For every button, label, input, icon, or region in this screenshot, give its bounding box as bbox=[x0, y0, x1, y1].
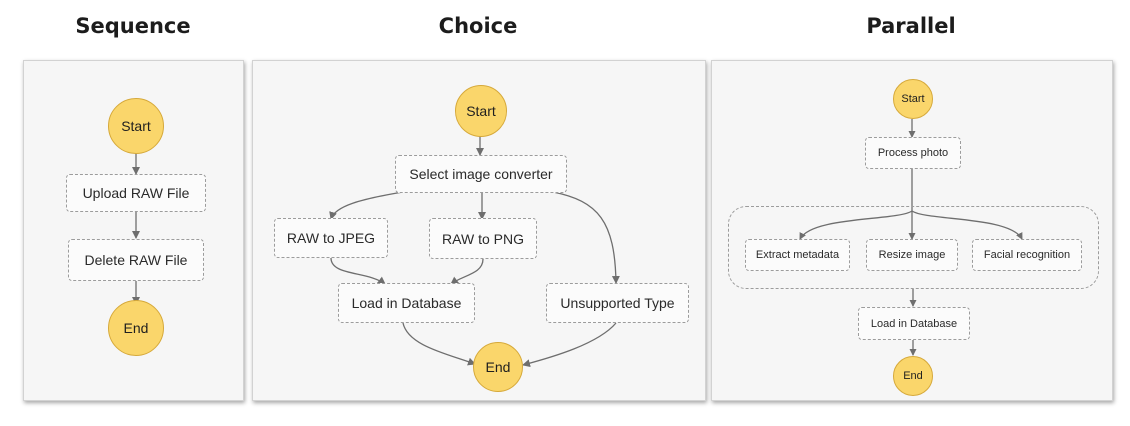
edge-load-end bbox=[402, 322, 476, 366]
edge-png-load bbox=[450, 258, 484, 285]
choice-select-node: Select image converter bbox=[395, 155, 567, 193]
edge-select-jpeg bbox=[329, 191, 404, 220]
choice-start-node: Start bbox=[455, 85, 507, 137]
parallel-extract-node: Extract metadata bbox=[745, 239, 850, 271]
sequence-delete-node: Delete RAW File bbox=[68, 239, 204, 281]
parallel-facial-node: Facial recognition bbox=[972, 239, 1082, 271]
choice-jpeg-node: RAW to JPEG bbox=[274, 218, 388, 258]
parallel-title: Parallel bbox=[866, 14, 956, 38]
edge-unsupported-end bbox=[522, 322, 617, 368]
sequence-start-node: Start bbox=[108, 98, 164, 154]
parallel-branch-group bbox=[728, 206, 1099, 289]
parallel-start-node: Start bbox=[893, 79, 933, 119]
choice-end-node: End bbox=[473, 342, 523, 392]
parallel-process-node: Process photo bbox=[865, 137, 961, 169]
choice-png-node: RAW to PNG bbox=[429, 218, 537, 259]
choice-title: Choice bbox=[438, 14, 518, 38]
parallel-connectors bbox=[799, 119, 1023, 356]
parallel-end-node: End bbox=[893, 356, 933, 396]
parallel-resize-node: Resize image bbox=[866, 239, 958, 271]
choice-connectors bbox=[329, 135, 620, 368]
edge-fork-extract bbox=[799, 210, 913, 240]
sequence-panel: Start Upload RAW File Delete RAW File En… bbox=[23, 60, 244, 401]
sequence-upload-node: Upload RAW File bbox=[66, 174, 206, 212]
edge-jpeg-load bbox=[330, 257, 386, 285]
choice-unsupported-node: Unsupported Type bbox=[546, 283, 689, 323]
choice-panel: Start Select image converter RAW to JPEG… bbox=[252, 60, 706, 401]
edge-select-unsupported bbox=[552, 191, 620, 284]
parallel-panel: Start Process photo Extract metadata Res… bbox=[711, 60, 1113, 401]
choice-load-node: Load in Database bbox=[338, 283, 475, 323]
sequence-title: Sequence bbox=[75, 14, 191, 38]
sequence-end-node: End bbox=[108, 300, 164, 356]
edge-fork-facial bbox=[911, 210, 1023, 240]
parallel-load-node: Load in Database bbox=[858, 307, 970, 340]
